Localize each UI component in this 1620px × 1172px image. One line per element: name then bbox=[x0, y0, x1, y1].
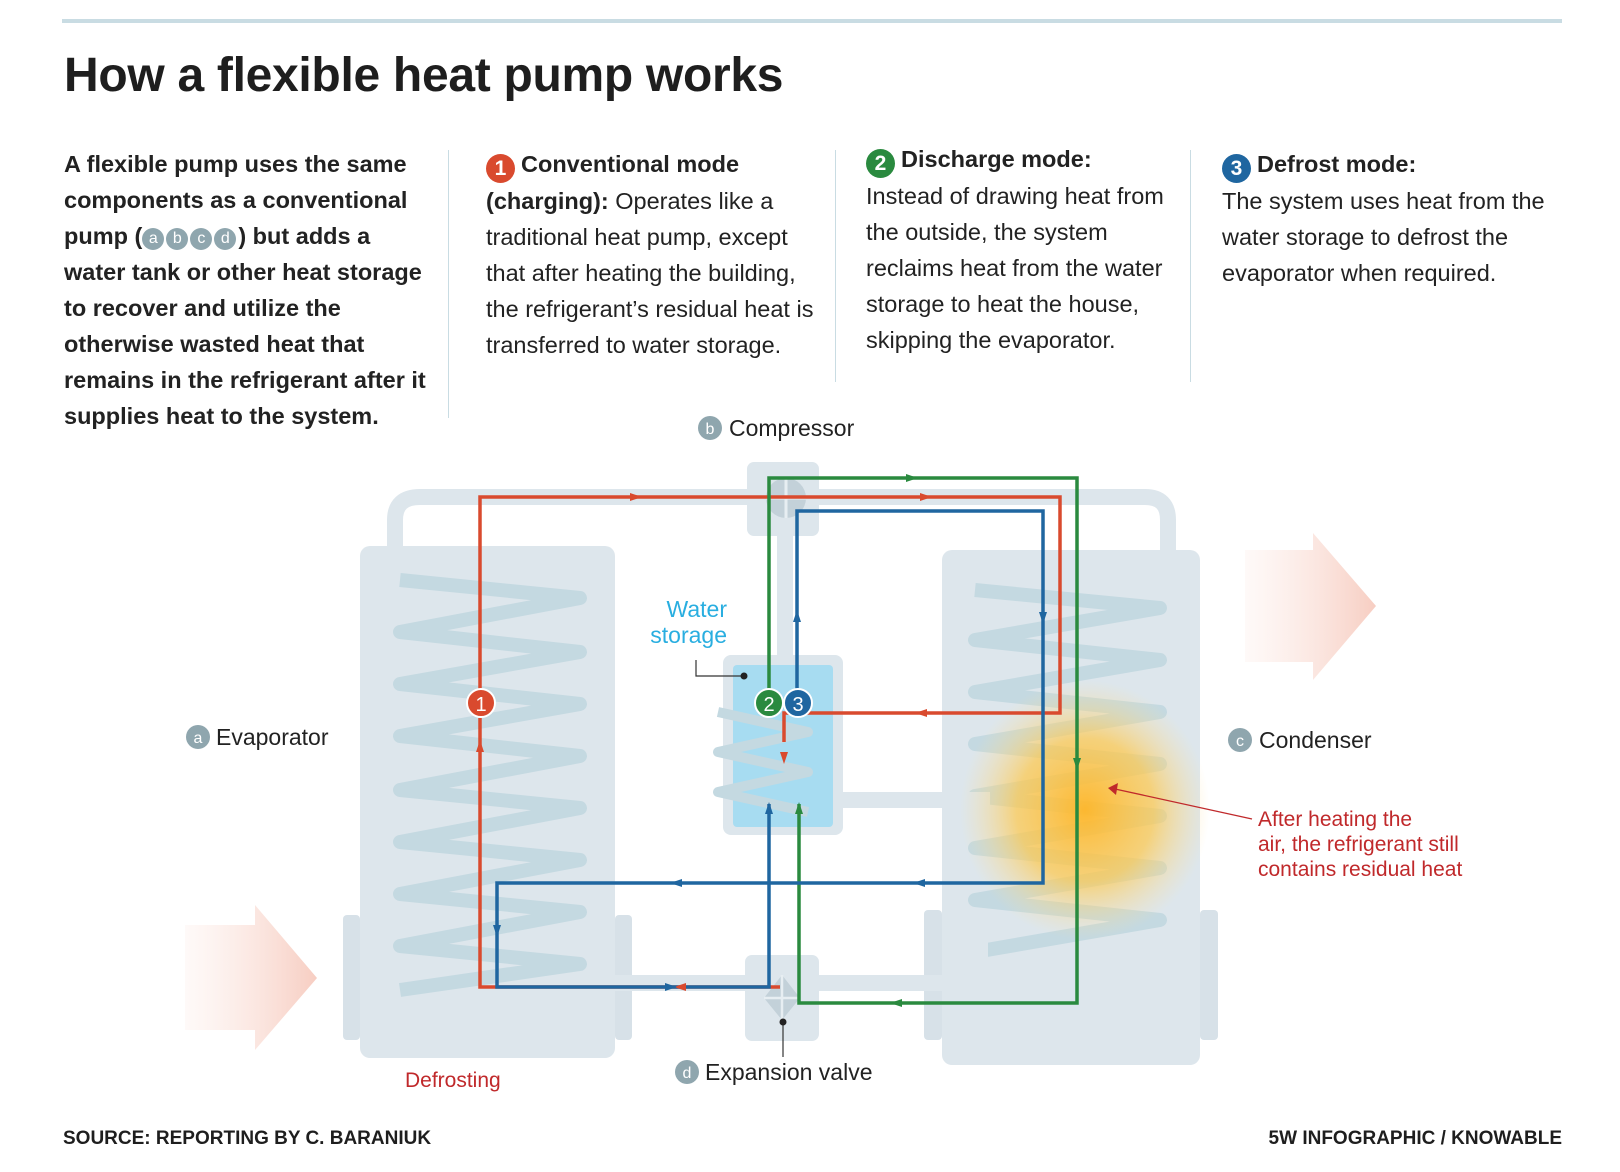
water-storage-label: Water storage bbox=[650, 596, 748, 680]
badge-a: a bbox=[142, 228, 165, 250]
discharge-mode-flow bbox=[767, 476, 1079, 1005]
marker-3: 3 bbox=[792, 694, 803, 716]
badge-d: d bbox=[214, 228, 237, 250]
evaporator-label: a Evaporator bbox=[186, 724, 329, 750]
marker-2: 2 bbox=[763, 694, 774, 716]
compressor-badge: b bbox=[706, 421, 715, 438]
expansion-valve-badge: d bbox=[683, 1065, 692, 1082]
compressor-box bbox=[747, 462, 819, 536]
evaporator-text: Evaporator bbox=[216, 724, 329, 750]
mode-3-heading: Defrost mode: bbox=[1257, 151, 1417, 177]
residual-heat-note: After heating the air, the refrigerant s… bbox=[1108, 783, 1462, 881]
water-storage-tank bbox=[713, 655, 843, 835]
mode-2-text: Instead of drawing heat from the outside… bbox=[866, 183, 1164, 353]
residual-heat-glow bbox=[960, 680, 1210, 940]
condenser-text: Condenser bbox=[1259, 727, 1372, 753]
mode-1-heading-2: (charging): bbox=[486, 188, 609, 214]
water-storage-line-1: Water bbox=[667, 596, 728, 622]
mode-markers: 1 2 3 bbox=[466, 688, 813, 718]
intro-before: A flexible pump uses the same components… bbox=[64, 151, 408, 249]
evaporator-unit bbox=[343, 546, 632, 1058]
infographic-credit: 5W INFOGRAPHIC / KNOWABLE bbox=[1268, 1128, 1562, 1149]
expansion-valve-label: d Expansion valve bbox=[675, 1018, 873, 1085]
incoming-air-arrow bbox=[185, 905, 317, 1050]
source-credit: SOURCE: REPORTING BY C. BARANIUK bbox=[63, 1128, 432, 1149]
flow-arrowheads bbox=[476, 474, 1081, 1007]
residual-heat-line-1: After heating the bbox=[1258, 808, 1412, 831]
badge-c: c bbox=[190, 228, 213, 250]
badge-b: b bbox=[166, 228, 189, 250]
compressor-text: Compressor bbox=[729, 415, 855, 441]
mode-2-badge: 2 bbox=[866, 149, 895, 178]
mode-3-text: The system uses heat from the water stor… bbox=[1222, 188, 1545, 286]
column-divider bbox=[1190, 150, 1191, 382]
defrost-mode-flow bbox=[495, 509, 1045, 989]
mode-1-text: Operates like a traditional heat pump, e… bbox=[486, 188, 814, 358]
residual-heat-line-3: contains residual heat bbox=[1258, 858, 1462, 881]
page-title: How a flexible heat pump works bbox=[64, 49, 784, 102]
intro-text: A flexible pump uses the same components… bbox=[64, 146, 434, 434]
residual-heat-line-2: air, the refrigerant still bbox=[1258, 833, 1459, 856]
expansion-valve-box bbox=[745, 955, 819, 1041]
marker-1: 1 bbox=[475, 694, 486, 716]
water-storage-line-2: storage bbox=[650, 622, 727, 648]
condenser-badge: c bbox=[1236, 733, 1244, 750]
intro-after: ) but adds a water tank or other heat st… bbox=[64, 223, 426, 429]
evaporator-badge: a bbox=[194, 730, 203, 747]
mode-2-heading: Discharge mode: bbox=[901, 146, 1092, 172]
top-rule bbox=[62, 19, 1562, 23]
column-divider bbox=[448, 150, 449, 418]
mode-1-heading: Conventional mode bbox=[521, 151, 740, 177]
column-divider bbox=[835, 150, 836, 382]
condenser-label: c Condenser bbox=[1228, 727, 1372, 753]
expansion-valve-text: Expansion valve bbox=[705, 1059, 873, 1085]
mode-1-badge: 1 bbox=[486, 154, 515, 183]
defrosting-label: Defrosting bbox=[405, 1069, 501, 1092]
outgoing-air-arrow bbox=[1245, 533, 1376, 680]
compressor-label: b Compressor bbox=[698, 415, 855, 441]
mode-3-badge: 3 bbox=[1222, 154, 1251, 183]
